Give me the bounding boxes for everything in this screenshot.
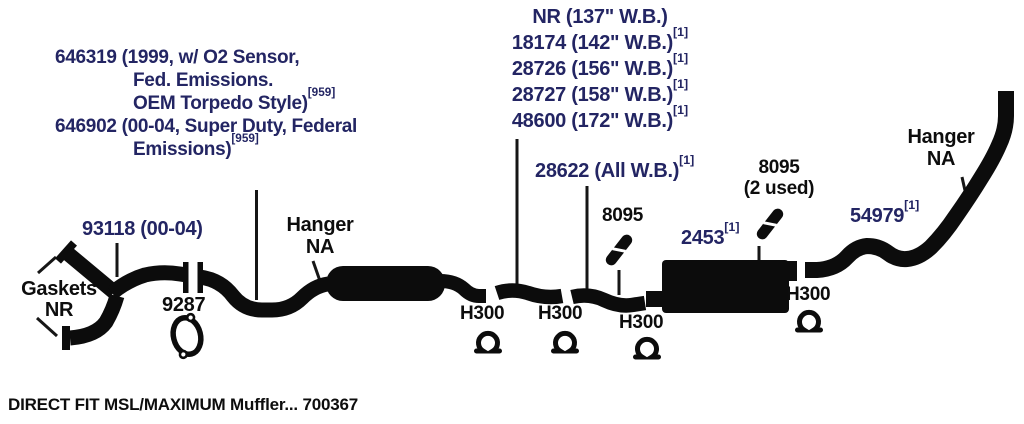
part-number-text: NR (137" W.B.)	[532, 6, 668, 28]
tailpipe	[805, 91, 1014, 278]
part-number-text: 54979	[850, 205, 905, 227]
flange-gasket-callout: 9287	[162, 294, 206, 316]
clamp-text: (2 used)	[743, 178, 815, 199]
fitment-text: OEM Torpedo Style)	[133, 93, 308, 114]
superscript-note: [1]	[724, 219, 740, 234]
resonator	[326, 266, 445, 301]
superscript-note: [1]	[904, 197, 920, 212]
tailpipe-callout: 54979[1]	[850, 199, 919, 227]
part-number-text: 28622 (All W.B.)	[535, 160, 680, 182]
exhaust-hanger-clamp-icon	[554, 333, 577, 351]
gaskets-text: NR	[44, 299, 74, 321]
fitment-line-3: OEM Torpedo Style)[959]	[133, 87, 357, 115]
exhaust-hanger-clamp-icon	[798, 312, 821, 330]
flange-gasket-icon	[170, 312, 204, 360]
exhaust-hanger-clamp-icon	[636, 339, 659, 357]
clamp-text: 8095	[758, 157, 800, 178]
fitment-note-block: 646319 (1999, w/ O2 Sensor, Fed. Emissio…	[55, 46, 357, 161]
part-number-text: 18174 (142" W.B.)	[511, 32, 673, 54]
superscript-note: [959]	[307, 86, 336, 100]
fitment-text: 646902 (00-04, Super Duty, Federal	[55, 116, 358, 137]
wheelbase-item: 18174 (142" W.B.)[1]	[476, 26, 724, 56]
superscript-note: [1]	[679, 152, 695, 167]
fitment-line-2: Fed. Emissions.	[133, 69, 357, 92]
fitment-text: Fed. Emissions.	[133, 70, 274, 91]
clamp-front-callout: 8095	[602, 205, 644, 226]
front-y-pipe	[55, 240, 330, 350]
wheelbase-item: NR (137" W.B.)	[476, 4, 724, 30]
wheelbase-item: 28726 (156" W.B.)[1]	[476, 52, 724, 82]
hanger-text: Hanger	[907, 126, 975, 148]
superscript-note: [959]	[231, 132, 259, 146]
muffler-callout: 2453[1]	[681, 221, 739, 249]
fitment-line-4: 646902 (00-04, Super Duty, Federal	[55, 115, 357, 138]
muffler-body	[646, 260, 797, 313]
superscript-note: [1]	[672, 24, 689, 39]
gaskets-text: Gaskets	[21, 278, 97, 300]
hanger-clamp-label: H300	[538, 303, 583, 324]
superscript-note: [1]	[672, 50, 689, 65]
part-number-text: 28727 (158" W.B.)	[511, 84, 673, 106]
intermediate-pipes	[439, 274, 647, 313]
extension-pipe-callout: 28622 (All W.B.)[1]	[535, 154, 694, 182]
wheelbase-item: 48600 (172" W.B.)[1]	[476, 104, 724, 134]
front-pipe-callout: 93118 (00-04)	[82, 218, 203, 240]
leader-lines	[35, 139, 968, 338]
superscript-note: [1]	[672, 76, 689, 91]
diagram-caption: DIRECT FIT MSL/MAXIMUM Muffler... 700367	[8, 395, 358, 414]
pipe-clamp-icon	[752, 204, 788, 244]
hanger-text: NA	[926, 148, 956, 170]
fitment-text: 646319 (1999, w/ O2 Sensor,	[55, 47, 300, 68]
hanger-text: NA	[305, 236, 335, 258]
wheelbase-item: 28727 (158" W.B.)[1]	[476, 78, 724, 108]
fitment-line-5: Emissions)[959]	[133, 133, 357, 161]
part-number-text: 28726 (156" W.B.)	[511, 58, 673, 80]
fitment-line-1: 646319 (1999, w/ O2 Sensor,	[55, 46, 357, 69]
hanger-clamp-label: H300	[460, 303, 505, 324]
wheelbase-part-list: NR (137" W.B.) 18174 (142" W.B.)[1] 2872…	[476, 4, 724, 134]
hanger-clamp-label: H300	[619, 312, 664, 333]
gaskets-callout: Gaskets NR	[6, 279, 112, 321]
clamp-rear-callout: 8095 (2 used)	[726, 157, 832, 199]
pipe-clamp-icon	[601, 230, 637, 270]
hanger-mid-callout: Hanger NA	[268, 214, 372, 258]
hanger-rear-callout: Hanger NA	[893, 126, 989, 170]
fitment-text: Emissions)	[133, 139, 232, 160]
exhaust-hanger-clamp-icon	[477, 333, 500, 351]
flange-joint	[183, 258, 203, 296]
part-number-text: 2453	[681, 227, 725, 249]
part-number-text: 48600 (172" W.B.)	[511, 110, 673, 132]
hanger-text: Hanger	[286, 214, 354, 236]
superscript-note: [1]	[672, 102, 689, 117]
hanger-clamp-label: H300	[786, 284, 831, 305]
